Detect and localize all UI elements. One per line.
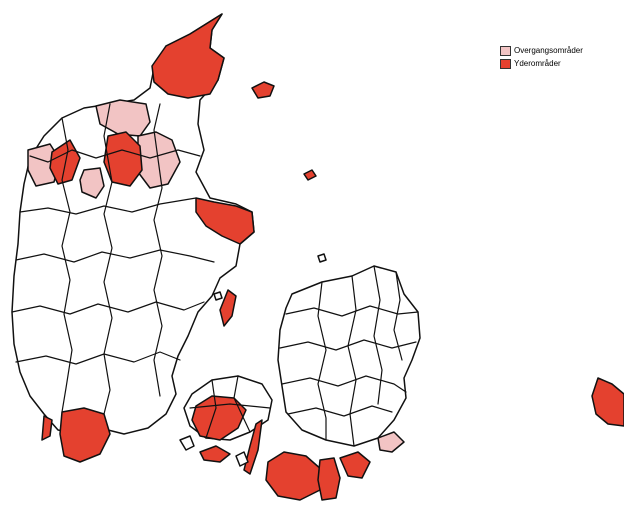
zealand-border-5 [317,281,327,441]
region-stevns [377,431,405,453]
region-falster [317,457,341,501]
zealand-border-2 [279,339,417,351]
zealand-border-7 [373,265,383,405]
region-aalborg-south [137,131,181,189]
zealand-border-3 [281,375,407,393]
jutland-border-3 [11,301,205,315]
legend-swatch-overgang [500,45,511,56]
jutland-border-2 [15,249,215,263]
region-djursland [195,197,255,245]
jutland-border-5 [61,117,73,413]
jutland-border-8 [29,149,201,163]
zealand-border-8 [393,271,403,361]
region-salling [79,167,105,199]
zealand [277,265,421,447]
map-legend: Overgangsområder Yderområder [500,44,583,70]
region-morsoe [103,131,143,187]
region-fanoe [41,415,53,441]
region-aeroe [199,445,231,463]
region-langeland [243,419,263,475]
funen-border-3 [189,403,271,409]
funen-border-2 [233,375,251,433]
region-moen [339,451,371,479]
region-laesoe [251,81,275,99]
region-skagen-frederikshavn [151,13,225,99]
island-small-2 [213,291,223,301]
island-small-3 [179,435,195,451]
region-anholt [303,169,317,181]
legend-item-yder: Yderområder [500,57,583,70]
legend-swatch-yder [500,58,511,69]
jutland-border-6 [103,103,113,415]
legend-label-overgang: Overgangsområder [514,46,583,55]
zealand-border-4 [287,405,393,417]
region-lolland [265,451,323,501]
legend-label-yder: Yderområder [514,59,561,68]
jutland-border-1 [19,197,197,215]
region-bornholm [591,377,624,427]
region-als-south [59,407,111,463]
jutland-border-7 [153,103,163,397]
jutland-mainland [11,13,255,435]
island-small-4 [235,451,249,467]
zealand-border-6 [347,275,357,447]
legend-item-overgang: Overgangsområder [500,44,583,57]
region-samsoe [219,289,237,327]
funen-border-1 [205,379,217,439]
island-small-1 [317,253,327,263]
